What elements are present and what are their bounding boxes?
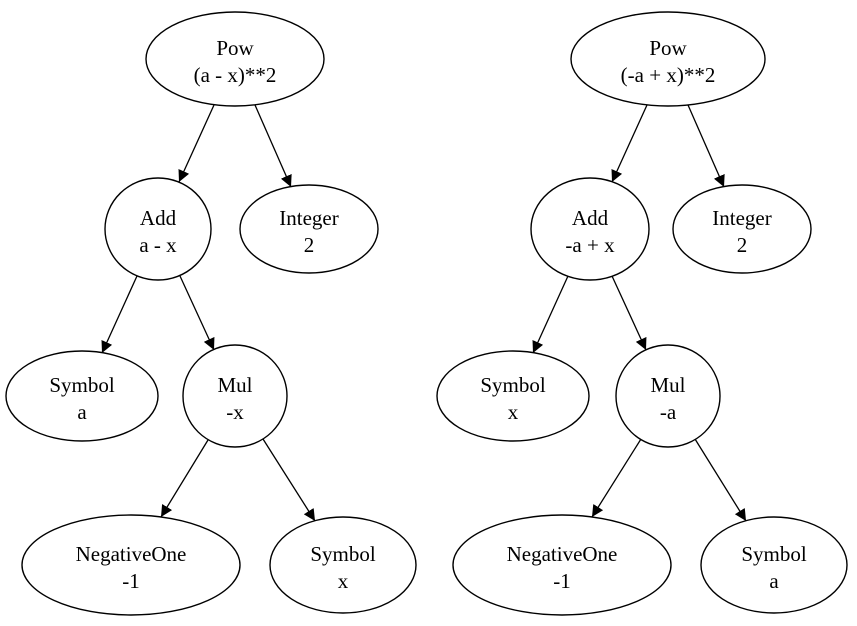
node-value-label: -x — [226, 400, 244, 424]
node-right-add: Add -a + x — [530, 177, 650, 281]
node-ellipse — [182, 344, 288, 448]
node-value-label: -1 — [553, 569, 571, 593]
node-ellipse — [145, 11, 325, 107]
node-value-label: (-a + x)**2 — [621, 63, 716, 87]
node-type-label: Pow — [216, 36, 254, 60]
node-type-label: NegativeOne — [507, 542, 618, 566]
edge-left-mul-negativeone — [160, 439, 209, 518]
node-right-negativeone: NegativeOne -1 — [452, 514, 672, 616]
edge-right-add-mul — [611, 275, 647, 351]
node-value-label: -a — [660, 400, 677, 424]
edge-right-add-symbol-x — [532, 275, 569, 354]
node-right-symbol-x: Symbol x — [436, 350, 590, 442]
node-type-label: NegativeOne — [76, 542, 187, 566]
right-tree: Pow (-a + x)**2 Add -a + x Integer 2 Sym… — [436, 11, 848, 616]
node-ellipse — [700, 516, 848, 614]
edge-right-mul-symbol-a — [694, 438, 747, 522]
node-ellipse — [21, 514, 241, 616]
left-tree: Pow (a - x)**2 Add a - x Integer 2 Symbo… — [5, 11, 417, 616]
node-value-label: 2 — [304, 233, 315, 257]
node-type-label: Symbol — [49, 373, 115, 397]
node-value-label: a - x — [139, 233, 177, 257]
node-type-label: Integer — [712, 206, 771, 230]
edge-left-add-symbol-a — [101, 275, 138, 354]
node-right-mul: Mul -a — [615, 344, 721, 448]
node-ellipse — [5, 350, 159, 442]
node-value-label: a — [77, 400, 87, 424]
node-left-integer: Integer 2 — [239, 184, 379, 274]
node-ellipse — [239, 184, 379, 274]
node-ellipse — [436, 350, 590, 442]
edge-right-pow-add — [611, 104, 648, 183]
node-ellipse — [570, 11, 766, 107]
node-type-label: Integer — [279, 206, 338, 230]
node-type-label: Symbol — [310, 542, 376, 566]
node-ellipse — [269, 516, 417, 614]
node-value-label: a — [769, 569, 779, 593]
node-type-label: Add — [140, 206, 177, 230]
node-left-pow: Pow (a - x)**2 — [145, 11, 325, 107]
node-type-label: Mul — [217, 373, 252, 397]
node-right-symbol-a: Symbol a — [700, 516, 848, 614]
node-right-integer: Integer 2 — [672, 184, 812, 274]
node-left-symbol-a: Symbol a — [5, 350, 159, 442]
node-ellipse — [452, 514, 672, 616]
node-value-label: 2 — [737, 233, 748, 257]
node-value-label: x — [508, 400, 519, 424]
node-type-label: Symbol — [480, 373, 546, 397]
node-value-label: x — [338, 569, 349, 593]
edge-right-mul-negativeone — [591, 438, 642, 518]
edge-left-mul-symbol-x — [262, 438, 316, 522]
node-type-label: Mul — [650, 373, 685, 397]
node-left-symbol-x: Symbol x — [269, 516, 417, 614]
node-ellipse — [615, 344, 721, 448]
node-ellipse — [104, 177, 212, 281]
node-value-label: -1 — [122, 569, 140, 593]
node-left-mul: Mul -x — [182, 344, 288, 448]
node-right-pow: Pow (-a + x)**2 — [570, 11, 766, 107]
node-value-label: -a + x — [565, 233, 615, 257]
node-left-add: Add a - x — [104, 177, 212, 281]
edge-left-add-mul — [179, 275, 215, 351]
node-left-negativeone: NegativeOne -1 — [21, 514, 241, 616]
node-value-label: (a - x)**2 — [194, 63, 277, 87]
node-ellipse — [530, 177, 650, 281]
node-type-label: Pow — [649, 36, 687, 60]
edge-right-pow-integer — [687, 104, 725, 188]
node-type-label: Add — [572, 206, 609, 230]
node-ellipse — [672, 184, 812, 274]
edge-left-pow-integer — [254, 104, 292, 188]
edge-left-pow-add — [178, 104, 215, 183]
node-type-label: Symbol — [741, 542, 807, 566]
